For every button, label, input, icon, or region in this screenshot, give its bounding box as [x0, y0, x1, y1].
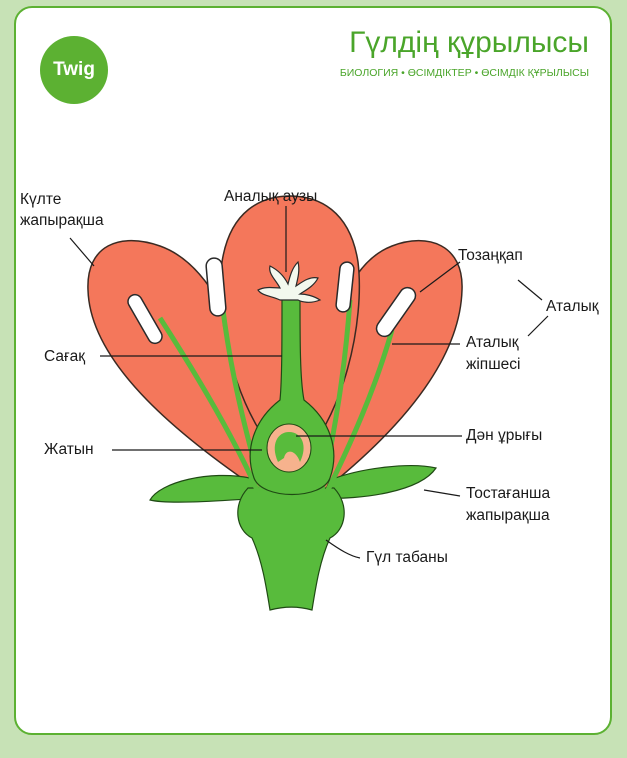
- leader-stamen-down: [528, 316, 548, 336]
- label-stigma: Аналық аузы: [224, 187, 317, 207]
- label-stamen: Аталық: [546, 297, 599, 317]
- label-petal-line1: Күлте: [20, 190, 61, 210]
- leader-petal: [70, 238, 94, 266]
- label-anther: Тозаңқап: [458, 246, 523, 266]
- label-filament-line1: Аталық: [466, 333, 519, 353]
- label-petal-line2: жапырақша: [20, 211, 104, 231]
- label-ovary: Жатын: [44, 440, 94, 460]
- label-filament-line2: жіпшесі: [466, 355, 520, 375]
- leader-receptacle: [326, 540, 360, 558]
- label-style: Сағақ: [44, 347, 85, 367]
- leader-sepal: [424, 490, 460, 496]
- label-ovule: Дән ұрығы: [466, 426, 542, 446]
- label-sepal-line2: жапырақша: [466, 506, 550, 526]
- label-sepal-line1: Тостағанша: [466, 484, 550, 504]
- receptacle-shape: [238, 488, 344, 610]
- label-receptacle: Гүл табаны: [366, 548, 448, 568]
- leader-stamen-up: [518, 280, 542, 300]
